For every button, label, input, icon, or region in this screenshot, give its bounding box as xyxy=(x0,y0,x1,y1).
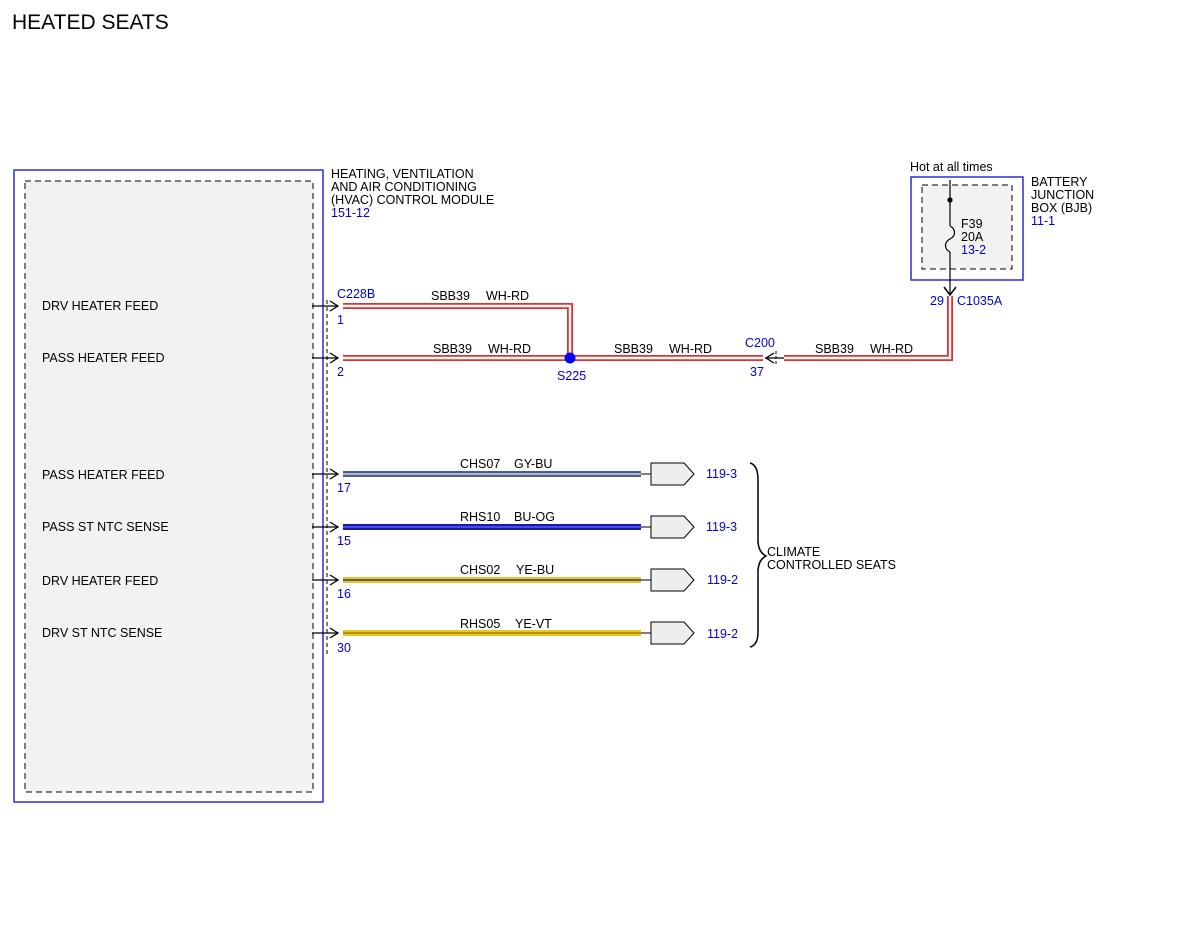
splice-s225-label[interactable]: S225 xyxy=(557,369,586,383)
pin-number-1: 1 xyxy=(337,313,344,327)
pin-arrows xyxy=(312,300,340,639)
pin-number-17: 17 xyxy=(337,481,351,495)
off-page-connector-3-icon xyxy=(650,568,695,592)
pin-label-drv-heater-feed-1: DRV HEATER FEED xyxy=(42,299,158,313)
connector-c200-arrow-icon xyxy=(764,352,784,364)
pin-17-arrow-icon xyxy=(312,468,340,480)
seat-wire-3-color: YE-BU xyxy=(516,563,554,577)
hvac-module-name-line-2: AND AIR CONDITIONING xyxy=(331,180,477,194)
off-page-connector-1-icon xyxy=(650,462,695,486)
seat-wire-3-circuit: CHS02 xyxy=(460,563,500,577)
pin-number-16: 16 xyxy=(337,587,351,601)
wire-color-label-3: WH-RD xyxy=(669,342,712,356)
pin-30-arrow-icon xyxy=(312,627,340,639)
wire-sbb39-bjb-outline xyxy=(784,296,953,361)
seat-wire-group xyxy=(343,471,651,636)
bjb-pin-number: 29 xyxy=(930,294,944,308)
pin-label-drv-st-ntc-sense: DRV ST NTC SENSE xyxy=(42,626,162,640)
fuse-ref[interactable]: 13-2 xyxy=(961,243,986,257)
seat-wire-1-circuit: CHS07 xyxy=(460,457,500,471)
wire-circuit-label-4: SBB39 xyxy=(815,342,854,356)
wire-color-label-2: WH-RD xyxy=(488,342,531,356)
pin-number-30: 30 xyxy=(337,641,351,655)
connector-c200-label[interactable]: C200 xyxy=(745,336,775,350)
hvac-module-name-line-1: HEATING, VENTILATION xyxy=(331,167,474,181)
off-page-ref-1[interactable]: 119-3 xyxy=(706,467,737,481)
fuse-id: F39 xyxy=(961,217,983,231)
off-page-connector-4-icon xyxy=(650,621,695,645)
pin-15-arrow-icon xyxy=(312,521,340,533)
wire-color-label-1: WH-RD xyxy=(486,289,529,303)
bjb-output-arrow-icon xyxy=(943,286,957,297)
pin-label-drv-heater-feed-16: DRV HEATER FEED xyxy=(42,574,158,588)
connector-c228b-label[interactable]: C228B xyxy=(337,287,375,301)
bjb-name-line-3: BOX (BJB) xyxy=(1031,201,1092,215)
off-page-connector-2-icon xyxy=(650,515,695,539)
off-page-ref-4[interactable]: 119-2 xyxy=(707,627,738,641)
off-page-connectors[interactable] xyxy=(650,462,695,645)
off-page-ref-3[interactable]: 119-2 xyxy=(707,573,738,587)
seat-wire-2-color: BU-OG xyxy=(514,510,555,524)
bjb-inner xyxy=(921,184,1013,270)
fuse-rating: 20A xyxy=(961,230,984,244)
bjb-caption: Hot at all times xyxy=(910,160,993,174)
bjb-ref[interactable]: 11-1 xyxy=(1031,214,1055,228)
connector-c1035a-label[interactable]: C1035A xyxy=(957,294,1003,308)
power-wire-group xyxy=(343,296,953,361)
bjb-name-line-2: JUNCTION xyxy=(1031,188,1094,202)
connector-c200-pin: 37 xyxy=(750,365,764,379)
pin-number-15: 15 xyxy=(337,534,351,548)
destination-name-line-1: CLIMATE xyxy=(767,545,820,559)
hvac-module-name-line-3: (HVAC) CONTROL MODULE xyxy=(331,193,494,207)
wire-circuit-label-3: SBB39 xyxy=(614,342,653,356)
off-page-ref-2[interactable]: 119-3 xyxy=(706,520,737,534)
splice-s225-dot-icon[interactable] xyxy=(564,352,576,364)
battery-junction-box[interactable]: Hot at all times F39 20A 13-2 BATTERY JU… xyxy=(910,160,1094,294)
wire-color-label-4: WH-RD xyxy=(870,342,913,356)
hvac-control-module[interactable]: HEATING, VENTILATION AND AIR CONDITIONIN… xyxy=(13,167,494,803)
wire-sbb39-bjb-core xyxy=(784,296,952,360)
brace-icon xyxy=(749,462,768,648)
seat-wire-4-circuit: RHS05 xyxy=(460,617,500,631)
hvac-module-ref[interactable]: 151-12 xyxy=(331,206,370,220)
fuse-icon xyxy=(944,180,956,294)
seat-wire-2-circuit: RHS10 xyxy=(460,510,500,524)
pin-1-arrow-icon xyxy=(312,300,340,312)
pin-number-2: 2 xyxy=(337,365,344,379)
pin-16-arrow-icon xyxy=(312,574,340,586)
seat-wire-4-color: YE-VT xyxy=(515,617,552,631)
pin-label-pass-heater-feed-2: PASS HEATER FEED xyxy=(42,351,164,365)
pin-label-pass-st-ntc-sense: PASS ST NTC SENSE xyxy=(42,520,169,534)
pin-label-pass-heater-feed-17: PASS HEATER FEED xyxy=(42,468,164,482)
seat-wire-1-color: GY-BU xyxy=(514,457,552,471)
wire-sbb39-pin1-core xyxy=(343,304,572,358)
bjb-name-line-1: BATTERY xyxy=(1031,175,1088,189)
page-title: HEATED SEATS xyxy=(12,11,169,34)
wire-circuit-label-1: SBB39 xyxy=(431,289,470,303)
pin-2-arrow-icon xyxy=(312,352,340,364)
hvac-module-inner xyxy=(24,180,314,793)
destination-name-line-2: CONTROLLED SEATS xyxy=(767,558,896,572)
wire-circuit-label-2: SBB39 xyxy=(433,342,472,356)
